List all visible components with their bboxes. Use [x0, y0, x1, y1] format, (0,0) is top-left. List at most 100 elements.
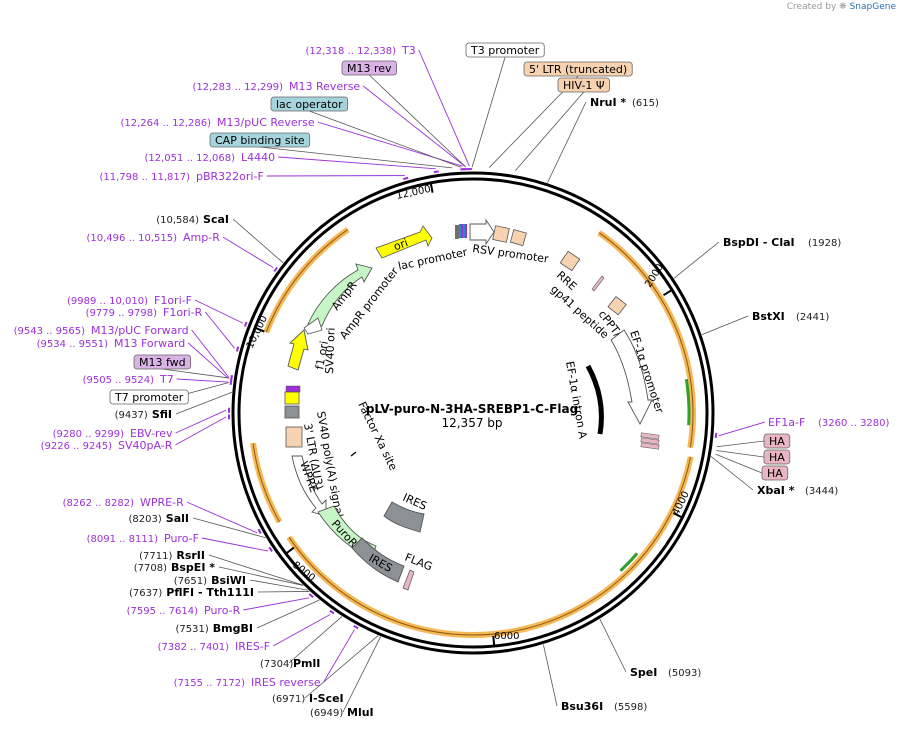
primer-leader [362, 85, 465, 167]
primer-mark [235, 346, 240, 352]
feature-box-text: HA [769, 451, 785, 464]
feature-box-label[interactable]: CAP binding site [209, 132, 311, 148]
ef1a-intron-label: EF-1α intron A [563, 360, 589, 440]
ori-feature[interactable]: ori [375, 225, 433, 259]
primer-annotation[interactable]: IRES reverse(7155 .. 7172) [174, 676, 321, 689]
primer-annotation[interactable]: M13 Forward(9534 .. 9551) [37, 337, 186, 350]
primer-leader [272, 614, 331, 647]
restriction-site[interactable]: RsrII(7711) [139, 549, 205, 562]
site-leader [304, 635, 379, 699]
site-name: BspDI - ClaI [723, 236, 795, 249]
restriction-site[interactable]: PflFI - Tth111I(7637) [129, 586, 254, 599]
primer-annotation[interactable]: WPRE-R(8262 .. 8282) [63, 496, 184, 509]
primer-annotation[interactable]: F1ori-F(9989 .. 10,010) [67, 294, 192, 307]
primer-annotation[interactable]: SV40pA-R(9226 .. 9245) [41, 439, 173, 452]
feature-box-label[interactable]: T3 promoter [465, 42, 545, 58]
primer-name: F1ori-R [163, 306, 203, 319]
primer-annotation[interactable]: L4440(12,051 .. 12,068) [145, 151, 276, 164]
restriction-site[interactable]: SfiI(9437) [115, 408, 172, 421]
primer-annotation[interactable]: F1ori-R (9779 .. 9798) [86, 306, 203, 319]
restriction-site[interactable]: BspDI - ClaI(1928) [723, 236, 841, 249]
gp41-block [591, 275, 605, 292]
feature-box-label[interactable]: HA [763, 449, 791, 465]
restriction-site[interactable]: NruI *(615) [590, 96, 659, 109]
primer-annotation[interactable]: Puro-R(7595 .. 7614) [127, 604, 241, 617]
primer-range: (8091 .. 8111) [87, 534, 159, 545]
feature-box-label[interactable]: HA [763, 433, 791, 449]
primer-range: (3260 .. 3280) [818, 418, 890, 429]
ires-feature-2[interactable]: IRES [383, 491, 429, 533]
site-name: MluI [347, 706, 374, 719]
primer-range: (9779 .. 9798) [86, 308, 158, 319]
restriction-site[interactable]: MluI(6949) [310, 706, 374, 719]
primer-annotation[interactable]: T3(12,318 .. 12,338) [306, 44, 416, 57]
primer-annotation[interactable]: IRES-F(7382 .. 7401) [158, 640, 271, 653]
primer-annotation[interactable]: Amp-R(10,496 .. 10,515) [87, 231, 221, 244]
credit-brand: SnapGene [849, 2, 896, 12]
primer-annotation[interactable]: pBR322ori-F(11,798 .. 11,817) [100, 170, 264, 183]
primer-annotation[interactable]: M13/pUC Forward(9543 .. 9565) [14, 324, 189, 337]
ef1a-promoter-feature[interactable]: EF-1α promoter [610, 329, 666, 425]
restriction-site[interactable]: BsiWI(7651) [174, 574, 246, 587]
feature-box-label[interactable]: lac operator [270, 96, 349, 112]
feature-box-label[interactable]: HA [761, 465, 789, 481]
restriction-site[interactable]: SalI(8203) [129, 512, 189, 525]
feature-box-text: M13 rev [347, 62, 392, 75]
site-leader [256, 599, 320, 629]
site-position: (2441) [796, 312, 829, 323]
feature-box-label[interactable]: HIV-1 Ψ [557, 77, 610, 93]
site-position: (6971) [272, 694, 305, 705]
primer-annotation[interactable]: EF1a-F(3260 .. 3280) [768, 416, 890, 429]
site-name: BmgBI [213, 622, 253, 635]
flag-block [402, 569, 415, 591]
primer-annotation[interactable]: M13 Reverse(12,283 .. 12,299) [193, 80, 361, 93]
feature-box-text: HA [769, 435, 785, 448]
restriction-site[interactable]: XbaI *(3444) [757, 484, 838, 497]
primer-name: M13/pUC Reverse [217, 116, 315, 129]
restriction-site[interactable]: Bsu36I(5598) [561, 700, 647, 713]
restriction-site[interactable]: BmgBI(7531) [176, 622, 253, 635]
primer-range: (7155 .. 7172) [174, 678, 246, 689]
primer-range: (12,264 .. 12,286) [121, 118, 212, 129]
primer-leader [175, 409, 227, 434]
restriction-site[interactable]: BspEI *(7708) [134, 561, 216, 574]
rsv-promoter-feature[interactable]: RSV promoter [469, 218, 550, 266]
primer-annotation[interactable]: Puro-F(8091 .. 8111) [87, 532, 199, 545]
restriction-site[interactable]: I-SceI(6971) [272, 692, 344, 705]
primer-annotation[interactable]: M13/pUC Reverse (12,264 .. 12,286) [121, 116, 315, 129]
feature-box-label[interactable]: 5' LTR (truncated) [523, 61, 633, 77]
primer-name: T7 [159, 373, 174, 386]
primer-annotation[interactable]: EBV-rev(9280 .. 9299) [53, 427, 173, 440]
feature-box-text: HA [767, 467, 783, 480]
primer-range: (7595 .. 7614) [127, 606, 199, 617]
restriction-site[interactable]: ScaI(10,584) [156, 213, 229, 226]
site-position: (10,584) [156, 215, 199, 226]
restriction-site[interactable]: BstXI(2441) [752, 310, 829, 323]
primer-mark [257, 528, 262, 534]
restriction-site[interactable]: SpeI(5093) [630, 666, 701, 679]
primer-annotation[interactable]: T7(9505 .. 9524) [83, 373, 174, 386]
primer-leader [243, 597, 310, 611]
feature-box-label[interactable]: T7 promoter [109, 389, 189, 405]
site-name: PflFI - Tth111I [166, 586, 254, 599]
site-leader [342, 636, 381, 713]
site-leader [288, 616, 343, 664]
ampr-promoter-block [303, 317, 323, 335]
primer-leader [191, 329, 229, 378]
f1-ori-feature[interactable]: f1 ori [287, 329, 331, 371]
feature-box-text: 5' LTR (truncated) [529, 63, 627, 76]
orf-arcs [250, 227, 696, 638]
ires-feature-1[interactable]: IRES [351, 537, 405, 583]
feature-box-label[interactable]: M13 rev [341, 60, 397, 76]
feature-box-text: HIV-1 Ψ [563, 79, 605, 92]
primer-name: F1ori-F [154, 294, 192, 307]
primer-leader [175, 416, 227, 446]
hiv-psi-block [509, 229, 527, 247]
primer-leader [176, 378, 228, 383]
ltr-truncated-block [492, 225, 510, 243]
restriction-site[interactable]: PmlI(7304) [260, 657, 320, 670]
feature-box-label[interactable]: M13 fwd [133, 354, 192, 370]
feature-leader [716, 450, 765, 458]
site-position: (615) [632, 98, 659, 109]
feature-leader [715, 453, 763, 474]
